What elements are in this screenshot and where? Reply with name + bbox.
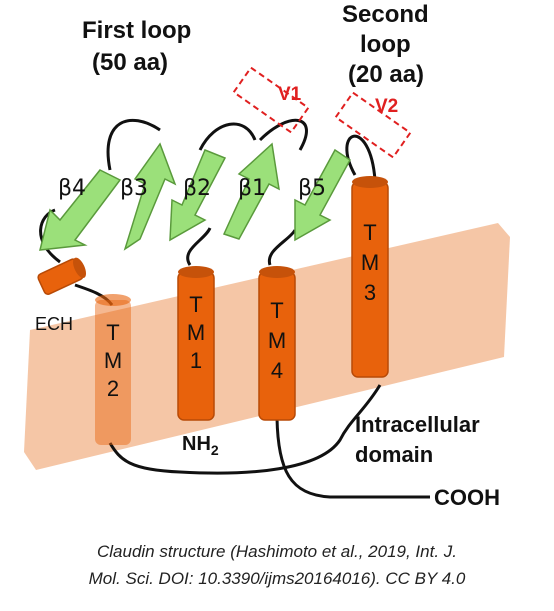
tm3-label-t: T <box>363 220 376 245</box>
first-loop-size-label: (50 aa) <box>92 49 168 76</box>
nh2-label: NH2 <box>182 433 219 458</box>
tm4-helix <box>258 266 296 421</box>
second-loop-size-label: (20 aa) <box>348 61 424 88</box>
tm4-label-n: 4 <box>271 358 283 383</box>
tm4-label-t: T <box>270 298 283 323</box>
strand-label-b5: β5 <box>298 176 326 201</box>
tm4-label-m: M <box>268 328 286 353</box>
tm1-label-n: 1 <box>190 348 202 373</box>
tm3-label-m: M <box>361 250 379 275</box>
tm1-helix <box>177 266 215 421</box>
strand-label-b2: β2 <box>183 176 211 201</box>
ech-helix <box>37 257 87 295</box>
strand-label-b3: β3 <box>120 176 148 201</box>
beta-strand-b5 <box>294 148 351 242</box>
second-loop-label: Second <box>342 1 429 28</box>
strand-label-b1: β1 <box>238 176 266 201</box>
caption-line-2: Mol. Sci. DOI: 10.3390/ijms20164016). CC… <box>88 569 466 588</box>
tm2-label-m: M <box>104 348 122 373</box>
variable-region-v1-box <box>232 66 310 134</box>
tm2-label-t: T <box>106 320 119 345</box>
tm2-helix <box>95 294 131 445</box>
tm2-label-n: 2 <box>107 376 119 401</box>
strand-label-b4: β4 <box>58 176 86 201</box>
second-loop-label-2: loop <box>360 31 411 58</box>
figure-caption: Claudin structure (Hashimoto et al., 201… <box>8 538 546 592</box>
beta-strand-b4 <box>39 169 122 251</box>
domain-label: domain <box>355 442 433 467</box>
variable-region-v2-label: V2 <box>375 96 398 117</box>
cooh-label: COOH <box>434 485 500 510</box>
beta-strand-b3 <box>123 142 177 251</box>
tm1-label-t: T <box>189 292 202 317</box>
beta-strand-b2 <box>169 149 227 242</box>
tm1-label-m: M <box>187 320 205 345</box>
first-loop-label: First loop <box>82 17 191 44</box>
caption-line-1: Claudin structure (Hashimoto et al., 201… <box>96 542 457 561</box>
ech-label: ECH <box>35 314 73 334</box>
claudin-structure-diagram: β4 β3 β2 β1 β5 V1 V2 ECH T M 2 T M 1 T M… <box>24 1 510 510</box>
variable-region-v2-box <box>334 91 412 159</box>
tm3-helix <box>351 176 389 378</box>
variable-region-v1-label: V1 <box>278 84 302 105</box>
intracellular-label: Intracellular <box>355 412 480 437</box>
beta-strand-b1 <box>222 142 280 240</box>
tm3-label-n: 3 <box>364 280 376 305</box>
